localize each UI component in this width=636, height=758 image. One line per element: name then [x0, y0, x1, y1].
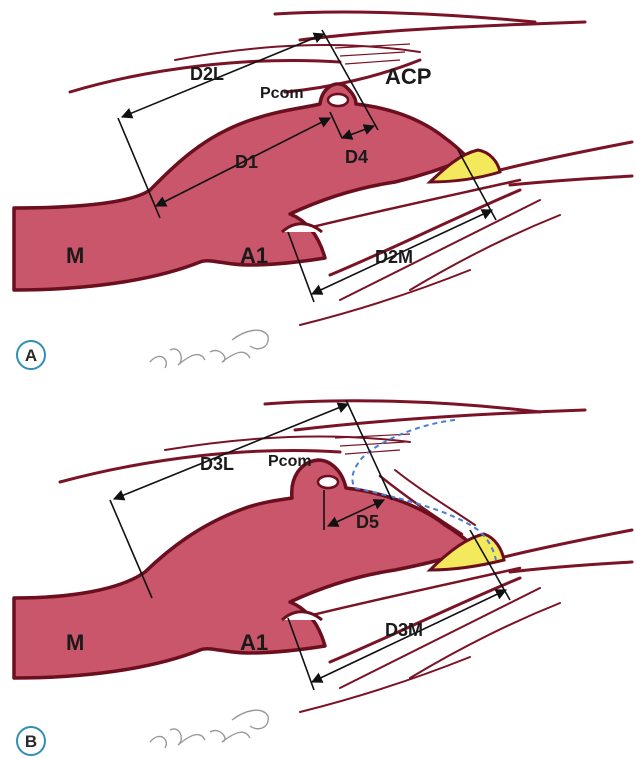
label-d2l: D2L [190, 64, 224, 84]
label-d2m: D2M [375, 247, 413, 267]
hatching-b [335, 434, 410, 454]
label-acp: ACP [385, 64, 431, 89]
pcom-opening-b [318, 476, 338, 488]
artist-signature-a [150, 330, 268, 368]
panel-b-letter: B [25, 732, 37, 751]
label-d3l: D3L [200, 454, 234, 474]
panel-a-letter: A [25, 346, 37, 365]
label-d1: D1 [235, 152, 258, 172]
label-d3m: D3M [385, 620, 423, 640]
label-d5: D5 [356, 512, 379, 532]
label-a1: A1 [240, 243, 268, 268]
label-d4: D4 [345, 147, 368, 167]
artist-signature-b [150, 710, 268, 748]
panel-a: D2L Pcom ACP D1 D4 M A1 D2M A [14, 12, 632, 369]
label-m: M [66, 243, 84, 268]
label-pcom: Pcom [260, 85, 304, 102]
label-m-b: M [66, 630, 84, 655]
label-a1-b: A1 [240, 630, 268, 655]
label-pcom-b: Pcom [268, 453, 312, 470]
pcom-opening-a [328, 94, 348, 106]
panel-b: D3L Pcom D5 M A1 D3M B [14, 400, 632, 755]
